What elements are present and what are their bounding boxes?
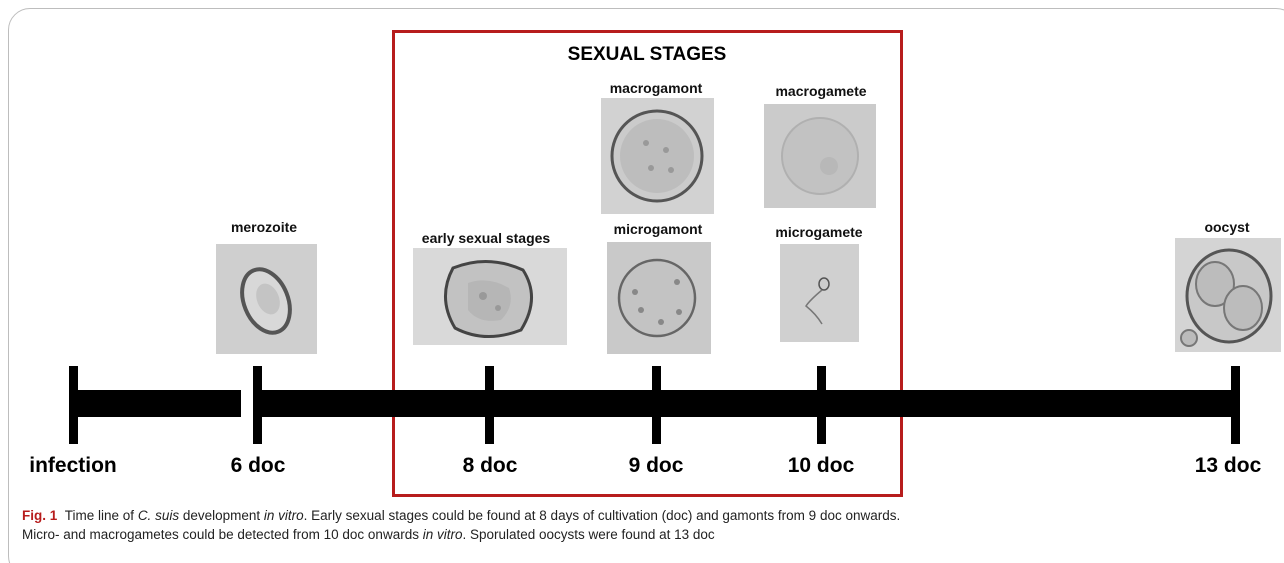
caption-species: C. suis (138, 508, 179, 523)
timeline-label-infection: infection (29, 454, 117, 478)
timeline-tick-10-doc (817, 366, 826, 444)
macrogamete-image (764, 104, 876, 208)
timeline-label-13-doc: 13 doc (1195, 454, 1262, 478)
figure-caption: Fig. 1 Time line of C. suis development … (22, 506, 1272, 544)
microgamete-image (780, 244, 859, 342)
stage-label-microgamete: microgamete (775, 224, 862, 240)
timeline-bar-segment-1 (74, 390, 241, 417)
caption-text-5: . Early sexual stages could be found at … (304, 508, 901, 523)
timeline-label-8-doc: 8 doc (463, 454, 518, 478)
caption-text-8: . Sporulated oocysts were found at 13 do… (462, 527, 714, 542)
stage-label-oocyst: oocyst (1204, 219, 1249, 235)
caption-in-vitro-1: in vitro (264, 508, 304, 523)
timeline-bar-segment-2 (262, 390, 1240, 417)
timeline-label-9-doc: 9 doc (629, 454, 684, 478)
timeline-tick-8-doc (485, 366, 494, 444)
caption-fig-label: Fig. 1 (22, 508, 57, 523)
merozoite-image (216, 244, 317, 354)
caption-text-3: development (179, 508, 264, 523)
timeline-label-10-doc: 10 doc (788, 454, 855, 478)
macrogamont-image (601, 98, 714, 214)
stage-label-macrogamont: macrogamont (610, 80, 703, 96)
caption-in-vitro-2: in vitro (423, 527, 463, 542)
timeline-tick-6-doc (253, 366, 262, 444)
timeline-tick-9-doc (652, 366, 661, 444)
sexual-stages-title: SEXUAL STAGES (568, 44, 727, 66)
timeline-label-6-doc: 6 doc (231, 454, 286, 478)
stage-label-merozoite: merozoite (231, 219, 297, 235)
caption-text-1: Time line of (65, 508, 138, 523)
caption-text-6: Micro- and macrogametes could be detecte… (22, 527, 423, 542)
early-sexual-stages-image (413, 248, 567, 345)
stage-label-early-sexual-stages: early sexual stages (422, 230, 550, 246)
timeline-tick-13-doc (1231, 366, 1240, 444)
timeline-tick-infection (69, 366, 78, 444)
oocyst-image (1175, 238, 1281, 352)
microgamont-image (607, 242, 711, 354)
stage-label-microgamont: microgamont (614, 221, 703, 237)
stage-label-macrogamete: macrogamete (775, 83, 866, 99)
